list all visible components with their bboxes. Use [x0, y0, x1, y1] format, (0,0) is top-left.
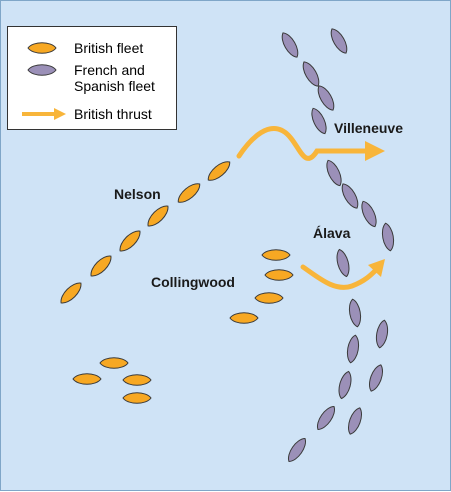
enemy-ship-icon — [285, 436, 310, 465]
british-ship-icon — [116, 227, 143, 254]
franco-spanish-fleet — [278, 26, 395, 464]
enemy-ship-icon — [323, 158, 344, 188]
british-ship-icon — [8, 39, 70, 57]
british-ship-icon — [100, 358, 128, 369]
alava-label: Álava — [313, 225, 350, 241]
british-ship-icon — [265, 270, 293, 281]
legend-label-british-fleet: British fleet — [74, 40, 143, 56]
enemy-ship-icon — [345, 406, 364, 436]
british-ship-icon — [123, 375, 151, 386]
enemy-ship-icon — [345, 334, 360, 363]
british-ship-icon — [230, 313, 258, 324]
enemy-ship-icon — [314, 404, 339, 433]
enemy-ship-icon — [374, 319, 389, 348]
enemy-ship-icon — [8, 61, 70, 79]
enemy-ship-icon — [380, 222, 395, 251]
enemy-ship-icon — [336, 370, 353, 400]
legend-label-thrust: British thrust — [74, 106, 152, 122]
enemy-ship-icon — [327, 26, 350, 55]
enemy-ship-icon — [358, 199, 379, 229]
legend-row-british-fleet: British fleet — [8, 39, 178, 57]
legend: British fleet French and Spanish fleet B… — [7, 26, 177, 130]
british-ship-icon — [87, 252, 114, 279]
legend-row-enemy-fleet: French and Spanish fleet — [8, 61, 178, 97]
enemy-ship-icon — [334, 248, 351, 278]
enemy-ship-icon — [347, 298, 362, 327]
enemy-ship-icon — [366, 363, 385, 393]
legend-label-enemy-fleet: French and Spanish fleet — [74, 62, 155, 94]
collingwood-label: Collingwood — [151, 274, 235, 290]
british-ship-icon — [123, 393, 151, 404]
british-ship-icon — [144, 202, 171, 229]
legend-row-thrust: British thrust — [8, 105, 178, 123]
nelson-label: Nelson — [114, 186, 161, 202]
british-ship-icon — [175, 180, 203, 206]
enemy-ship-icon — [338, 181, 361, 210]
british-ship-icon — [205, 158, 233, 184]
british-ship-icon — [262, 250, 290, 261]
villeneuve-label: Villeneuve — [334, 120, 403, 136]
british-ship-icon — [73, 374, 101, 385]
enemy-ship-icon — [308, 106, 329, 136]
british-ship-icon — [255, 293, 283, 304]
british-ship-icon — [57, 279, 84, 306]
thrust-arrow-icon — [8, 105, 70, 123]
weather-column-arrowhead — [365, 141, 385, 161]
enemy-ship-icon — [278, 30, 301, 59]
enemy-ship-icon — [314, 83, 337, 112]
enemy-ship-icon — [299, 59, 322, 88]
